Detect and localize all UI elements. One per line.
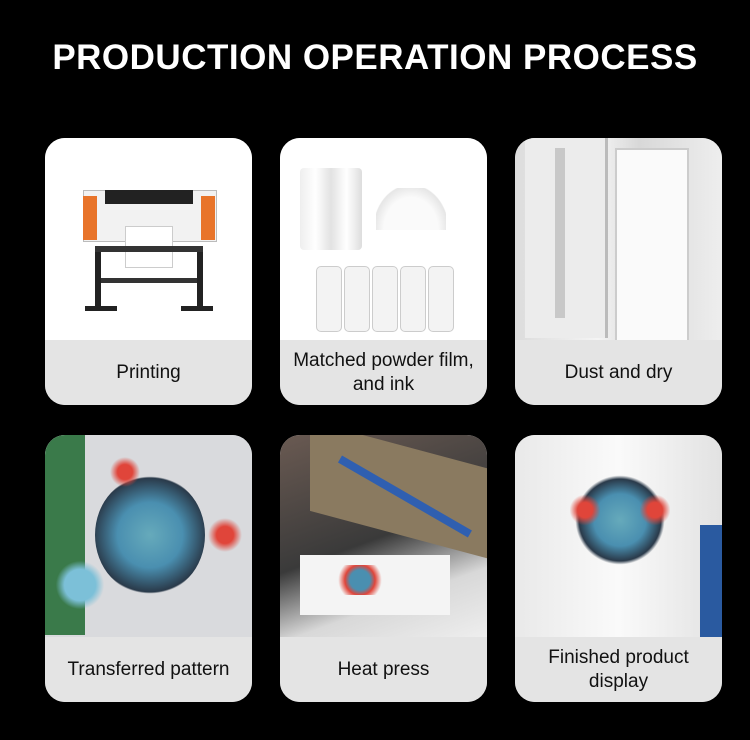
step-card-materials: Matched powder film, and ink <box>280 138 487 405</box>
step-label: Transferred pattern <box>45 637 252 702</box>
step-label: Printing <box>45 340 252 405</box>
step-card-printing: Printing <box>45 138 252 405</box>
step-card-transferred-pattern: Transferred pattern <box>45 435 252 702</box>
step-label: Dust and dry <box>515 340 722 405</box>
step-label: Heat press <box>280 637 487 702</box>
printed-tshirt-image <box>515 435 722 637</box>
step-card-finished-product: Finished product display <box>515 435 722 702</box>
powder-shaker-dryer-image <box>515 138 722 340</box>
step-label: Matched powder film, and ink <box>280 340 487 405</box>
transfer-film-pattern-image <box>45 435 252 637</box>
step-card-dust-dry: Dust and dry <box>515 138 722 405</box>
page-title: PRODUCTION OPERATION PROCESS <box>52 38 698 77</box>
heat-press-image <box>280 435 487 637</box>
dtf-printer-image <box>45 138 252 340</box>
step-label: Finished product display <box>515 637 722 702</box>
film-powder-ink-image <box>280 138 487 340</box>
step-card-heat-press: Heat press <box>280 435 487 702</box>
